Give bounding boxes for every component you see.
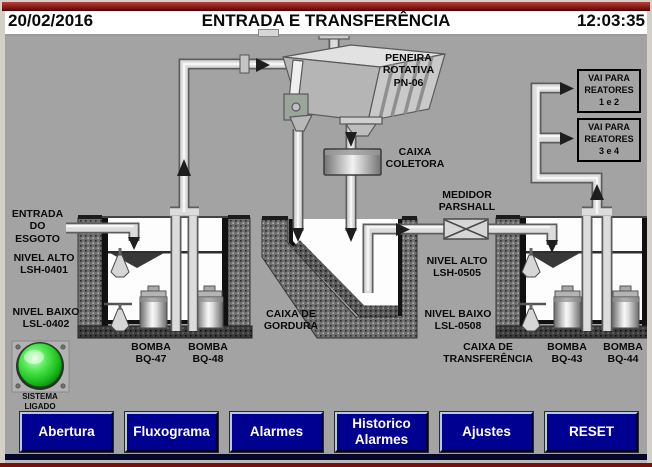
label-caixa-de-gordura: CAIXA DE GORDURA (263, 308, 319, 333)
header-bar: 20/02/2016 ENTRADA E TRANSFERÊNCIA 12:03… (5, 11, 647, 36)
window-titlebar-edge (2, 2, 650, 11)
pump-bq43-graphic (553, 285, 582, 329)
label-bomba-bq-47: BOMBA BQ-47 (131, 341, 171, 366)
window-frame-bottom (0, 463, 652, 467)
label-medidor-parshall: MEDIDOR PARSHALL (438, 189, 496, 214)
sistema-ligado-lamp (11, 340, 70, 393)
label-entrada-do-esgoto: ENTRADA DO ESGOTO (11, 208, 64, 245)
label-nivel-baixo-lsl-0402: NIVEL BAIXO LSL-0402 (12, 306, 80, 331)
pipe-flange (239, 54, 250, 74)
alarmes-button[interactable]: Alarmes (229, 411, 324, 453)
header-clock: 12:03:35 (576, 11, 645, 30)
flow-arrows (128, 58, 604, 253)
label-caixa-de-transferencia: CAIXA DE TRANSFERÊNCIA (443, 341, 533, 366)
window-frame-left (0, 0, 5, 467)
label-peneira-rotativa: PENEIRA ROTATIVA PN-06 (382, 52, 435, 89)
nav-button-bar: Abertura Fluxograma Alarmes Historico Al… (0, 411, 652, 454)
abertura-button[interactable]: Abertura (19, 411, 114, 453)
ajustes-button[interactable]: Ajustes (439, 411, 534, 453)
label-bomba-bq-43: BOMBA BQ-43 (547, 341, 587, 366)
vai-para-reatores-3-4-box: VAI PARA REATORES 3 e 4 (577, 118, 641, 162)
bottom-frame-line (0, 460, 652, 463)
peneira-rotativa-graphic (282, 30, 446, 137)
medidor-parshall-graphic (443, 218, 489, 240)
historico-alarmes-button[interactable]: Historico Alarmes (334, 411, 429, 453)
label-bomba-bq-44: BOMBA BQ-44 (603, 341, 643, 366)
window-frame-right (647, 0, 652, 467)
sistema-ligado-label: SISTEMA LIGADO (22, 392, 58, 411)
pump-bq48-graphic (195, 285, 224, 329)
label-caixa-coletora: CAIXA COLETORA (385, 146, 445, 171)
header-date: 20/02/2016 (8, 11, 94, 30)
fluxograma-button[interactable]: Fluxograma (124, 411, 219, 453)
pump-bq47-graphic (139, 285, 168, 329)
pipe-to-peneira (178, 58, 286, 212)
label-bomba-bq-48: BOMBA BQ-48 (188, 341, 228, 366)
label-nivel-baixo-lsl-0508: NIVEL BAIXO LSL-0508 (424, 308, 492, 333)
label-nivel-alto-lsh-0505: NIVEL ALTO LSH-0505 (426, 255, 488, 280)
vai-para-reatores-1-2-box: VAI PARA REATORES 1 e 2 (577, 69, 641, 113)
reset-button[interactable]: RESET (544, 411, 639, 453)
bottom-strip (2, 454, 650, 460)
header-notch (258, 29, 279, 37)
float-switch-lsh-0505 (521, 248, 541, 278)
float-switch-lsl-0508 (518, 302, 546, 332)
window-frame-top (0, 0, 652, 2)
float-switch-lsh-0401 (110, 248, 130, 278)
float-switch-lsl-0402 (104, 302, 132, 332)
page-title: ENTRADA E TRANSFERÊNCIA (201, 11, 451, 30)
caixa-coletora-graphic (323, 148, 382, 176)
label-nivel-alto-lsh-0401: NIVEL ALTO LSH-0401 (13, 252, 75, 277)
pump-bq44-graphic (611, 285, 640, 329)
